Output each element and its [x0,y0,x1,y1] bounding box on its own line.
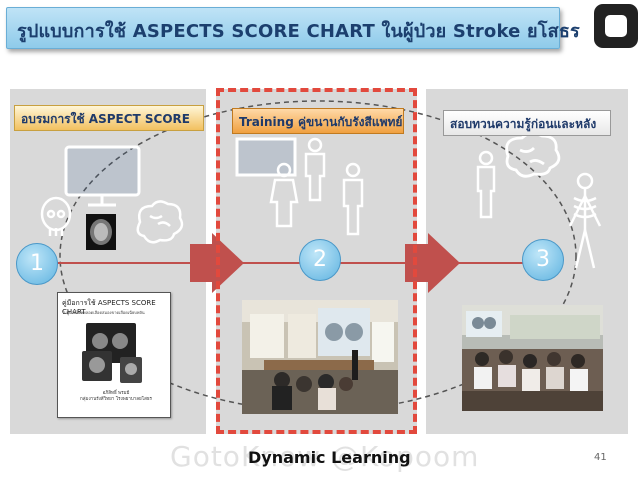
brain-icon [136,200,184,244]
manual-department: กลุ่มงานรังสีวิทยา โรงพยาบาลยโสธร [80,397,152,402]
bottom-title: Dynamic Learning [248,448,411,467]
cycle-ellipse [59,100,577,412]
step-1-number: 1 [16,243,58,285]
skull-icon [40,196,72,236]
human-body-icon [476,150,496,219]
slide-title: รูปแบบการใช้ ASPECTS SCORE CHART ในผู้ป่… [17,21,580,42]
highlight-frame [216,88,417,434]
step-3-number: 3 [522,239,564,281]
skeleton-icon [568,172,602,269]
whiteboard-icon [235,137,297,177]
step-2-number: 2 [299,239,341,281]
training-room-photo [242,300,398,414]
device-mockup-icon [82,323,142,383]
logo-icon [594,4,638,48]
man-icon [342,162,364,236]
manual-title: คู่มือการใช้ ASPECTS SCORE CHART [62,299,156,316]
title-bar: รูปแบบการใช้ ASPECTS SCORE CHART ในผู้ป่… [6,7,580,49]
step-1-label: อบรมการใช้ ASPECT SCORE [14,105,204,131]
step-3-label: สอบทวนความรู้ก่อนและหลัง [443,110,611,136]
monitor-icon [64,145,141,207]
step-2-label: Training คู่ขนานกับรังสีแพทย์ [232,108,404,134]
woman-icon [269,162,299,228]
classroom-photo [462,305,603,411]
manual-author-name: อภิสิทธิ์ พรมมี [102,391,130,396]
manual-subtitle: ในผู้ป่วยโรคหลอดเลือดสมองขาดเลือดเฉียบพล… [62,310,145,315]
brain-large-icon [505,132,561,178]
arrow-2-icon [405,233,460,293]
doctor-icon [304,137,326,202]
ct-scan-icon [86,214,116,250]
page-number: 41 [594,452,607,463]
manual-cover: คู่มือการใช้ ASPECTS SCORE CHART ในผู้ป่… [57,292,171,418]
manual-author: อภิสิทธิ์ พรมมี กลุ่มงานรังสีวิทยา โรงพย… [66,391,166,403]
watermark: GotoKnow @Kopoom [170,440,480,473]
